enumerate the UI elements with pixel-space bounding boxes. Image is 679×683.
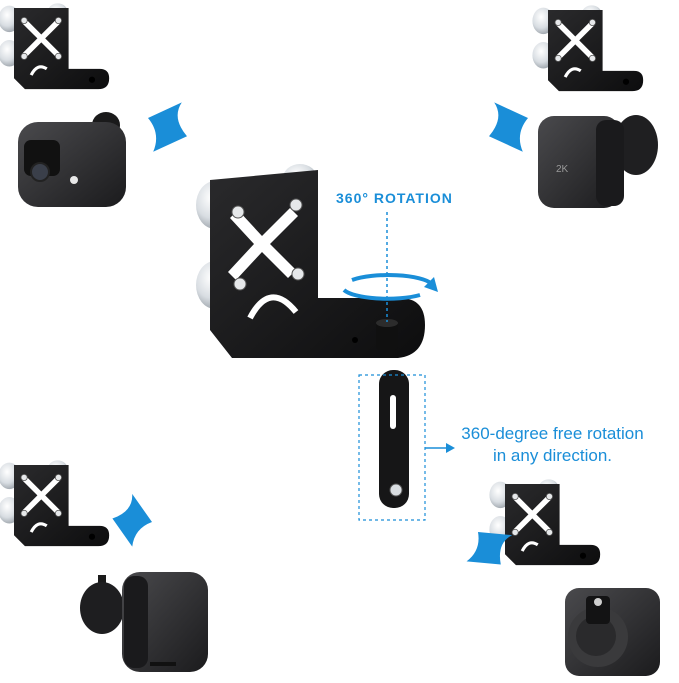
center-bracket bbox=[196, 164, 425, 508]
top-left-pointer bbox=[148, 102, 187, 152]
rotation-description: 360-degree free rotation in any directio… bbox=[440, 423, 665, 467]
top-left-bracket bbox=[0, 1, 111, 91]
svg-text:2K: 2K bbox=[556, 164, 569, 175]
description-line-2: in any direction. bbox=[492, 446, 613, 465]
bottom-right-bracket bbox=[487, 477, 602, 567]
rotation-headline: 360° ROTATION bbox=[336, 190, 453, 206]
description-line-1: 360-degree free rotation bbox=[461, 424, 644, 443]
bottom-left-pointer bbox=[105, 491, 160, 550]
circular-arrow-head bbox=[424, 277, 438, 292]
top-left-camera bbox=[18, 112, 126, 207]
bottom-right-camera bbox=[565, 588, 660, 676]
top-right-camera: 2K bbox=[538, 115, 658, 208]
top-right-bracket bbox=[530, 3, 645, 93]
bottom-left-bracket bbox=[0, 458, 111, 548]
callout-arrow bbox=[446, 443, 455, 453]
bottom-left-camera bbox=[80, 572, 208, 672]
top-right-pointer bbox=[489, 102, 528, 152]
circular-arrow-icon bbox=[342, 273, 434, 301]
